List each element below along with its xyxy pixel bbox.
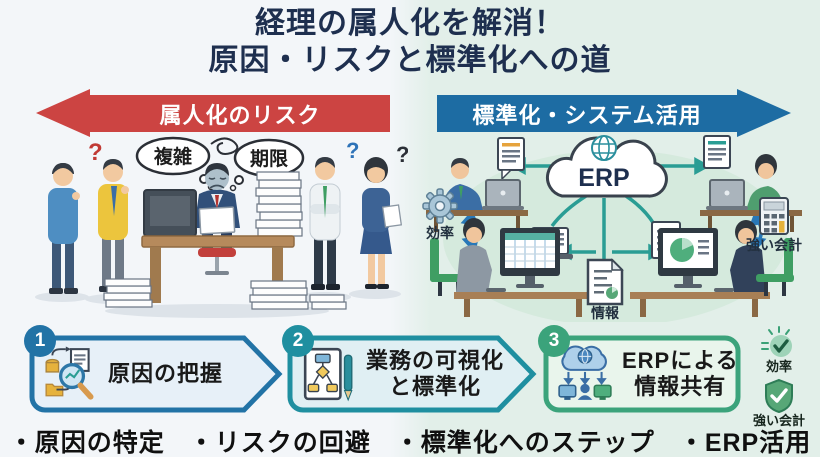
efficiency-label: 効率	[426, 225, 454, 241]
stress-swirl-icon	[210, 137, 239, 155]
stressed-accountant	[194, 163, 240, 275]
step-3-number-badge: 3	[538, 325, 570, 357]
step-1-label: 原因の把握	[108, 361, 224, 386]
step-2-standardize: 2 業務の可視化 と標準化	[282, 325, 538, 414]
page-title-line1: 経理の属人化を解消！	[255, 7, 565, 40]
step-3-label-line2: 情報共有	[634, 374, 727, 399]
shield-check-icon	[764, 378, 793, 414]
information-document-icon	[586, 258, 624, 306]
page-title-line2: 原因・リスクと標準化への道	[208, 44, 612, 77]
worker-bottom-right	[630, 220, 794, 317]
flowchart-pen-icon	[303, 347, 353, 402]
process-steps: 1 原因の把握	[0, 325, 820, 428]
erp-collaboration-scene: ERP	[422, 135, 802, 322]
step-3-erp-share: 3	[538, 325, 742, 414]
benefit-efficiency-label: 効率	[765, 359, 792, 374]
efficiency-gear-icon	[422, 188, 458, 224]
confused-coworker-blue	[48, 163, 80, 294]
step-1-cause: 1 原因の把握	[24, 325, 284, 414]
question-mark-red: ?	[88, 139, 103, 166]
step-2-label-line1: 業務の可視化	[366, 348, 505, 373]
strong-accounting-label: 強い会計	[746, 237, 802, 253]
standardization-banner-label: 標準化・システム活用	[472, 102, 702, 128]
desk-with-paper-piles	[103, 171, 347, 310]
confused-coworker-woman	[360, 157, 403, 289]
speed-check-icon	[761, 326, 792, 357]
risk-banner-arrow: 属人化のリスク	[36, 89, 390, 137]
step-2-number-badge: 2	[282, 325, 314, 357]
risk-banner-label: 属人化のリスク	[159, 102, 321, 128]
bubble-text-deadline: 期限	[250, 148, 288, 170]
question-mark-dark: ?	[396, 142, 408, 167]
thought-bubble-complex: 複雑	[135, 136, 215, 191]
stressed-worker-scene: ? 複雑 期限	[35, 136, 408, 318]
bullet-risk: ・リスクの回避	[188, 429, 371, 457]
confused-coworker-yellow	[98, 159, 129, 292]
standardization-banner-arrow: 標準化・システム活用	[437, 89, 791, 137]
benefit-badges: 効率 強い会計	[744, 326, 814, 428]
calculator-icon	[759, 197, 789, 235]
step-2-label-line2: と標準化	[389, 374, 482, 399]
erp-cloud: ERP	[545, 135, 668, 198]
magnifier-docs-icon	[45, 346, 94, 400]
worker-bottom-left	[430, 218, 594, 317]
page-title: 経理の属人化を解消！ 原因・リスクと標準化への道	[0, 5, 820, 79]
benefit-efficiency: 効率	[760, 326, 798, 374]
summary-bullets: ・原因の特定 ・リスクの回避 ・標準化へのステップ ・ERP活用	[0, 423, 820, 457]
bullet-steps: ・標準化へのステップ	[394, 429, 655, 457]
cloud-share-icon	[558, 345, 612, 400]
bullet-erp: ・ERP活用	[678, 429, 812, 457]
benefit-strong-accounting: 強い会計	[753, 378, 805, 428]
erp-cloud-label: ERP	[578, 164, 629, 192]
bubble-text-complex: 複雑	[153, 145, 192, 168]
bullet-cause: ・原因の特定	[8, 429, 165, 457]
step-1-number-badge: 1	[24, 325, 56, 357]
step-3-label-line1: ERPによる	[622, 348, 739, 373]
benefit-strong-accounting-label: 強い会計	[752, 413, 805, 428]
information-label: 情報	[591, 305, 620, 321]
confused-coworker-greentie	[309, 157, 341, 290]
question-mark-blue: ?	[346, 138, 359, 163]
